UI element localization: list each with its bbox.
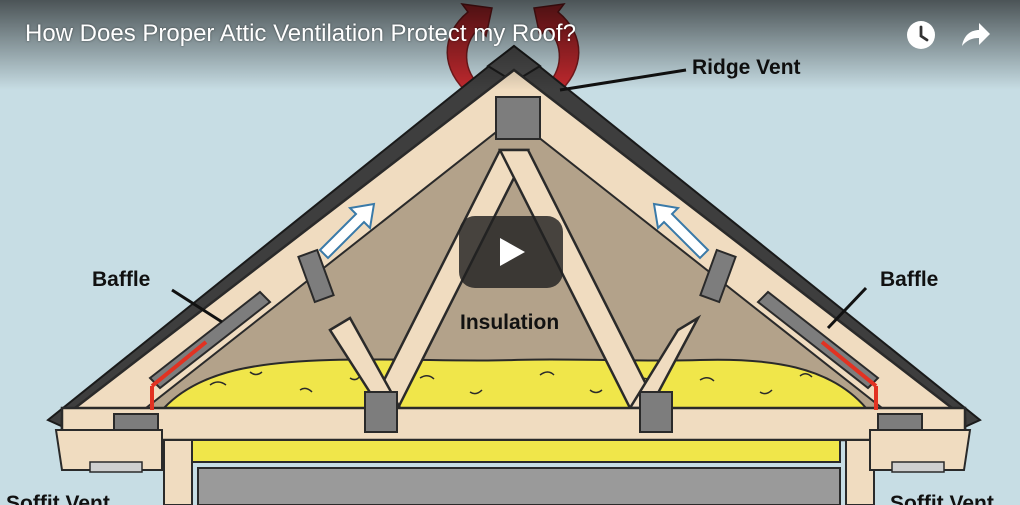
soffit-vent-right-label: Soffit Vent <box>890 492 994 505</box>
ridge-block <box>495 96 541 140</box>
soffit-right <box>869 429 972 473</box>
baffle-right <box>756 290 880 410</box>
ridge-vent-label: Ridge Vent <box>692 56 801 79</box>
insulation-label: Insulation <box>460 311 559 334</box>
airflow-arrow-left <box>318 202 376 260</box>
soffit-left <box>54 429 163 473</box>
insulation-texture <box>209 371 813 395</box>
play-icon <box>459 216 563 288</box>
video-title[interactable]: How Does Proper Attic Ventilation Protec… <box>25 20 576 47</box>
watch-later-button[interactable] <box>904 18 938 52</box>
wall-interior <box>197 467 841 505</box>
rafter-vent-left <box>297 248 335 304</box>
ceiling-joist <box>60 406 967 442</box>
clock-icon <box>907 21 935 49</box>
baffle-left <box>148 290 272 410</box>
share-arrow-icon <box>962 23 990 46</box>
baffle-left-leader <box>171 288 223 324</box>
attic-insulation <box>161 358 869 409</box>
play-button[interactable] <box>459 216 563 288</box>
rafter-vent-right <box>699 248 737 304</box>
wall-stud-left <box>163 439 193 505</box>
baffle-right-leader <box>826 286 868 330</box>
baffle-left-label: Baffle <box>92 268 150 291</box>
share-button[interactable] <box>958 18 992 52</box>
truss-webs <box>328 148 702 410</box>
ceiling-insulation <box>189 439 841 463</box>
soffit-vent-left-label: Soffit Vent <box>6 492 110 505</box>
airflow-arrow-right <box>652 202 710 260</box>
joist-block-left <box>364 391 398 433</box>
baffle-right-label: Baffle <box>880 268 938 291</box>
joist-block-right <box>639 391 673 433</box>
